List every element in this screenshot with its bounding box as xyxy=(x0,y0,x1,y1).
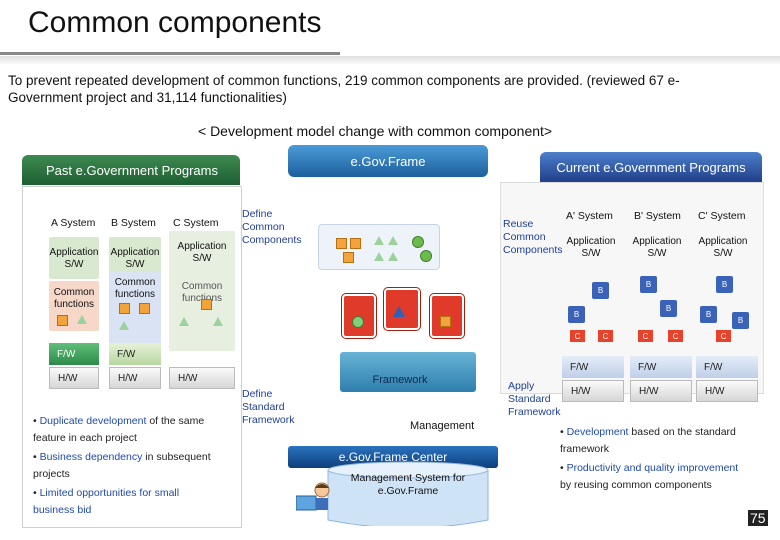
framework-block xyxy=(340,352,476,392)
a-app-sw: Application S/W xyxy=(49,247,99,270)
b-app-sw: Application S/W xyxy=(110,247,160,270)
b-common-box xyxy=(109,271,161,351)
a-prime-system-label: A' System xyxy=(566,210,613,222)
a-prime-hw-bar: H/W xyxy=(562,380,624,402)
a-prime-app-sw: Application S/W xyxy=(566,236,616,259)
c-prime-system-label: C' System xyxy=(698,210,746,222)
c-prime-hw-bar: H/W xyxy=(696,380,758,402)
component-circle xyxy=(412,236,424,248)
b-fw-bar: F/W xyxy=(109,343,161,365)
component-square xyxy=(57,315,68,326)
component-triangle xyxy=(388,252,398,261)
b-block: B xyxy=(732,312,749,329)
intro-text: To prevent repeated development of commo… xyxy=(8,73,680,105)
framework-label: Framework xyxy=(372,374,428,386)
b-block: B xyxy=(660,300,677,317)
component-square xyxy=(336,238,347,249)
b-block: B xyxy=(716,276,733,293)
b-block: B xyxy=(592,282,609,299)
b-system-label: B System xyxy=(111,217,156,229)
past-bullet-3: • Limited opportunities for small busine… xyxy=(33,487,180,516)
component-circle xyxy=(420,250,432,262)
c-prime-app-sw: Application S/W xyxy=(698,236,748,259)
title-band xyxy=(0,56,780,64)
component-square xyxy=(119,303,130,314)
c-block: C xyxy=(598,330,613,342)
component-square xyxy=(350,238,361,249)
c-app-box xyxy=(169,231,235,351)
component-circle xyxy=(352,316,364,328)
b-prime-system-label: B' System xyxy=(634,210,681,222)
c-block: C xyxy=(716,330,731,342)
current-bullet-2: • Productivity and quality improvement b… xyxy=(560,462,739,491)
current-programs-tab: Current e.Government Programs xyxy=(540,152,762,182)
past-programs-panel: A System B System C System Application S… xyxy=(22,186,242,528)
management-system-label: Management System for e.Gov.Frame xyxy=(350,472,466,497)
page-title: Common components xyxy=(28,6,322,39)
red-component-shape xyxy=(384,288,420,330)
a-prime-fw-bar: F/W xyxy=(562,356,624,378)
diagram-subtitle: < Development model change with common c… xyxy=(198,123,553,139)
a-hw-bar: H/W xyxy=(49,367,99,389)
component-square xyxy=(440,316,451,327)
a-system-label: A System xyxy=(51,217,96,229)
b-prime-app-sw: Application S/W xyxy=(632,236,682,259)
b-block: B xyxy=(568,306,585,323)
reuse-common-components: Reuse Common Components xyxy=(503,218,563,256)
b-block: B xyxy=(700,306,717,323)
component-triangle xyxy=(393,306,405,317)
past-bullet-1: • Duplicate development of the same feat… xyxy=(33,415,205,444)
c-app-sw: Application S/W xyxy=(177,241,227,264)
a-fw-bar: F/W xyxy=(49,343,99,365)
c-prime-fw-bar: F/W xyxy=(696,356,758,378)
component-triangle xyxy=(374,252,384,261)
component-triangle xyxy=(374,236,384,245)
egovframe-center-label: e.Gov.Frame Center xyxy=(338,450,448,464)
apply-standard-framework: Apply Standard Framework xyxy=(508,380,561,418)
c-block: C xyxy=(668,330,683,342)
management-label: Management xyxy=(410,420,475,432)
b-block: B xyxy=(640,276,657,293)
define-standard-framework: Define Standard Framework xyxy=(242,388,295,426)
c-system-label: C System xyxy=(173,217,219,229)
c-block: C xyxy=(638,330,653,342)
b-prime-fw-bar: F/W xyxy=(630,356,692,378)
page-number: 75 xyxy=(748,510,768,526)
egovframe-center-db xyxy=(288,446,498,526)
component-square xyxy=(139,303,150,314)
a-common-functions: Common functions xyxy=(53,287,95,310)
component-triangle xyxy=(388,236,398,245)
current-bullet-1: • Development based on the standard fram… xyxy=(560,426,736,455)
past-bullet-2: • Business dependency in subsequent proj… xyxy=(33,451,211,480)
b-prime-hw-bar: H/W xyxy=(630,380,692,402)
past-programs-tab: Past e.Government Programs xyxy=(22,155,240,185)
egovframe-tab: e.Gov.Frame xyxy=(288,145,488,177)
c-block: C xyxy=(570,330,585,342)
b-hw-bar: H/W xyxy=(109,367,161,389)
component-triangle xyxy=(179,317,189,326)
component-square xyxy=(343,252,354,263)
b-common-functions: Common functions xyxy=(114,277,156,300)
c-hw-bar: H/W xyxy=(169,367,235,389)
component-triangle xyxy=(77,315,87,324)
component-square xyxy=(201,299,212,310)
define-common-components: Define Common Components xyxy=(242,208,302,246)
a-app-box xyxy=(49,237,99,279)
component-triangle xyxy=(119,321,129,330)
component-triangle xyxy=(213,317,223,326)
c-common-functions: Common functions xyxy=(181,281,223,304)
operator-icon xyxy=(295,478,332,514)
title-underline xyxy=(0,52,340,55)
